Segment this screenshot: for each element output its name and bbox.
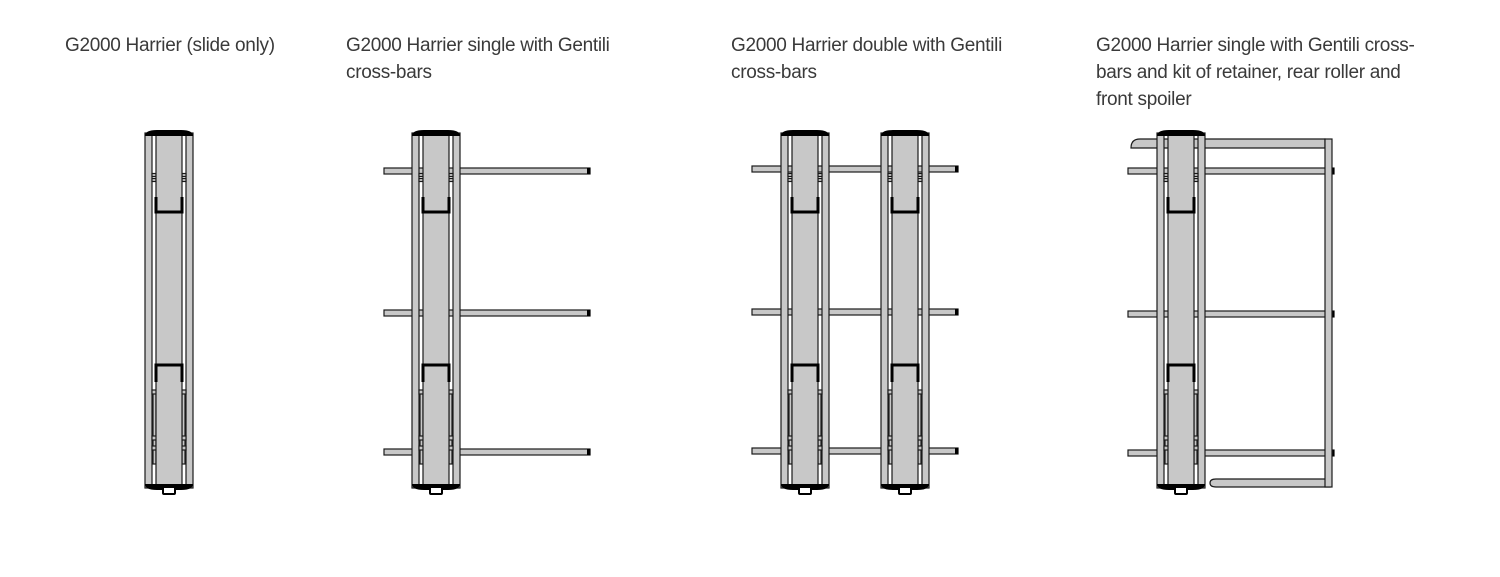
lower-handle	[890, 363, 920, 382]
rail-link	[181, 177, 187, 183]
caption-slide-only: G2000 Harrier (slide only)	[65, 35, 275, 56]
crossbar-end-cap	[587, 310, 591, 316]
caption-single-crossbars-kit: G2000 Harrier single with Gentili cross-…	[1096, 35, 1415, 110]
upper-handle	[421, 197, 451, 214]
crossbar-end-cap	[955, 309, 959, 315]
crossbar-end-cap	[955, 448, 959, 454]
right-rail	[821, 132, 830, 489]
rail-link	[151, 172, 157, 178]
left-rail	[411, 132, 420, 489]
upper-handle	[154, 197, 184, 214]
tow-tab	[429, 486, 443, 495]
rear-roller-bar	[1209, 478, 1331, 488]
top-cap	[1157, 130, 1205, 136]
tow-tab	[898, 486, 912, 495]
tow-tab	[162, 486, 176, 495]
rail-link	[418, 177, 424, 183]
tow-tab	[1174, 486, 1188, 495]
rail-link	[418, 172, 424, 178]
left-rail	[144, 132, 153, 489]
right-rail	[1197, 132, 1206, 489]
crossbar-end-cap	[1331, 168, 1335, 174]
lower-handle	[1166, 363, 1196, 382]
upper-handle	[790, 197, 820, 214]
lower-handle	[154, 363, 184, 382]
figure-single-crossbars	[383, 130, 591, 495]
figure-single-crossbars-kit	[1127, 130, 1335, 495]
slide-body	[155, 133, 183, 487]
left-rail	[1156, 132, 1165, 489]
right-rail	[921, 132, 930, 489]
lower-handle	[790, 363, 820, 382]
caption-double-crossbars: G2000 Harrier double with Gentili cross-…	[731, 35, 1003, 83]
slide-body	[791, 133, 819, 487]
top-cap	[412, 130, 460, 136]
slide-body	[422, 133, 450, 487]
top-cap	[145, 130, 193, 136]
upper-handle	[890, 197, 920, 214]
crossbar-end-cap	[955, 166, 959, 172]
figure-double-crossbars	[751, 130, 959, 495]
rail-link	[151, 177, 157, 183]
retainer-bar	[1324, 138, 1333, 488]
slide-body	[891, 133, 919, 487]
rail-link	[448, 177, 454, 183]
slide-body	[1167, 133, 1195, 487]
top-cap	[781, 130, 829, 136]
rail-link	[448, 172, 454, 178]
crossbar-end-cap	[1331, 311, 1335, 317]
upper-handle	[1166, 197, 1196, 214]
left-rail	[880, 132, 889, 489]
right-rail	[185, 132, 194, 489]
right-rail	[452, 132, 461, 489]
tow-tab	[798, 486, 812, 495]
caption-single-crossbars: G2000 Harrier single with Gentili cross-…	[346, 35, 610, 83]
rail-link	[181, 172, 187, 178]
lower-handle	[421, 363, 451, 382]
crossbar-end-cap	[587, 168, 591, 174]
left-rail	[780, 132, 789, 489]
crossbar-end-cap	[587, 449, 591, 455]
crossbar-end-cap	[1331, 450, 1335, 456]
figure-slide-only	[144, 130, 194, 495]
top-cap	[881, 130, 929, 136]
